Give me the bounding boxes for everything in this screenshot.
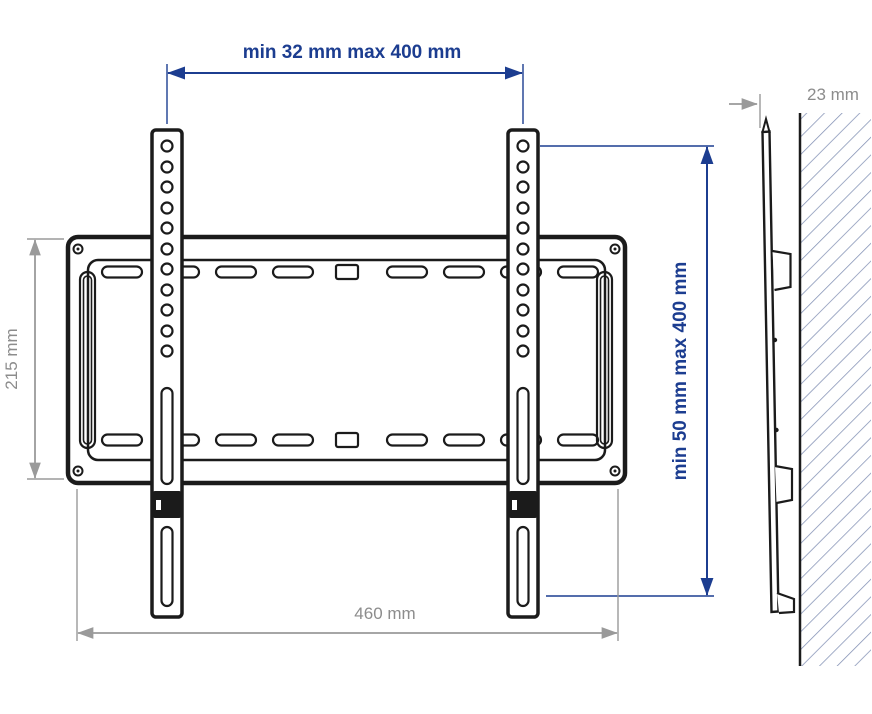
dimension-label-bottom: 460 mm [354,604,415,623]
hole [160,201,174,215]
slot [100,265,144,279]
hole [160,283,174,297]
hole [160,221,174,235]
hole [516,242,530,256]
rail-slot-upper [516,386,530,486]
dimension-label-top: min 32 mm max 400 mm [243,42,462,63]
slot [100,433,144,447]
plate-end-slots [78,270,614,450]
dimension-wall-depth: 23 mm [729,85,859,128]
rail-clamp-notch [156,500,161,510]
profile-screw-dot [774,427,779,433]
profile-top-tip [761,115,771,133]
dimension-label-depth: 23 mm [807,85,859,104]
hole [160,139,174,153]
slot [271,433,315,447]
hole [516,139,530,153]
vertical-slot-inner [599,275,610,445]
slot [385,265,429,279]
dimension-top-width: min 32 mm max 400 mm [166,42,524,124]
rail-slot-upper [160,386,174,486]
vertical-slot-inner [82,275,93,445]
rail-holes [160,139,174,358]
slot [214,265,258,279]
slot [385,433,429,447]
rail-clamp [509,491,537,518]
hole [516,201,530,215]
vertical-slot [595,270,614,450]
slot [556,265,600,279]
profile-body [761,130,780,614]
hole [160,242,174,256]
rail-slot-lower [516,525,530,608]
square-hole [334,431,360,449]
side-view [761,113,871,666]
wall-plate-inner-frame [86,258,607,462]
rail-holes [516,139,530,358]
slot [442,265,486,279]
rail-slot-lower [160,525,174,608]
hole [160,324,174,338]
hole [516,303,530,317]
rail-clamp-notch [512,500,517,510]
slot [271,265,315,279]
screw-dot [613,469,617,473]
hole [160,180,174,194]
hole [516,180,530,194]
hole [516,324,530,338]
profile-upper-hook [772,249,792,292]
plate-corner-screws [72,243,621,477]
rail-clamp [153,491,181,518]
dimension-left-height: 215 mm [2,238,64,480]
screw-dot [76,469,80,473]
vertical-slot [78,270,97,450]
screw-dot [76,247,80,251]
dimension-label-left: 215 mm [2,328,21,389]
hole [516,160,530,174]
dimension-bottom-width: 460 mm [76,489,619,641]
screw-dot [613,247,617,251]
front-view [65,128,628,619]
profile-foot [776,591,796,615]
profile-lower-hook [774,464,794,505]
hole [516,344,530,358]
profile-screw-dot [772,337,778,343]
hole [516,221,530,235]
slot [442,433,486,447]
wall-plate-outline [65,234,628,486]
hole [516,262,530,276]
dimension-label-right: min 50 mm max 400 mm [670,262,691,481]
wall-hatching [800,113,871,666]
right-rail [506,128,540,619]
hole [160,303,174,317]
hole [160,344,174,358]
hole [516,283,530,297]
square-hole [334,263,360,281]
hole [160,262,174,276]
slot [214,433,258,447]
hole [160,160,174,174]
left-rail [150,128,184,619]
dimension-right-height: min 50 mm max 400 mm [540,145,714,597]
